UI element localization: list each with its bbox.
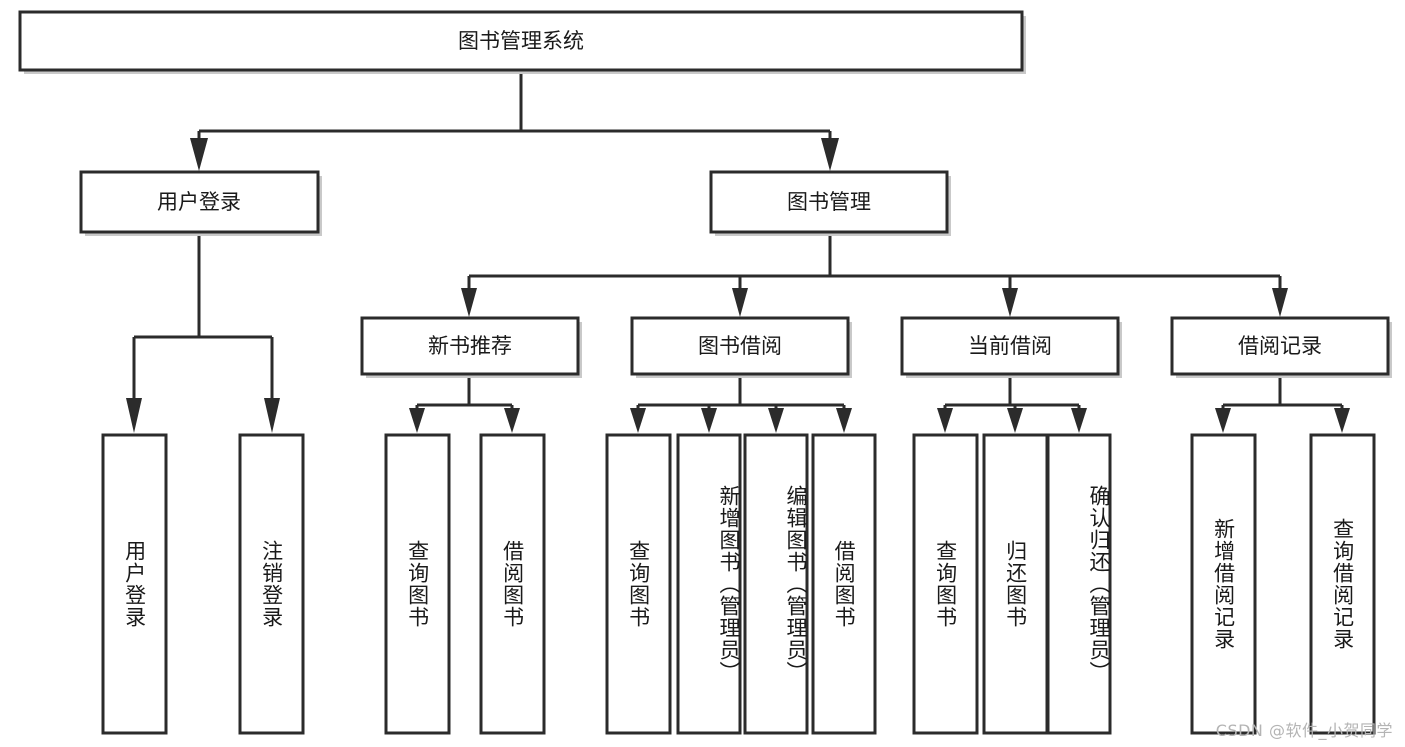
arrowhead-bb-2 [701, 408, 717, 433]
leaf-box-borrow-book-2[interactable] [811, 433, 877, 735]
arrowhead-bb-1 [630, 408, 646, 433]
root-label: 图书管理系统 [458, 29, 584, 53]
book-management-label: 图书管理 [787, 190, 871, 214]
node-user-login[interactable]: 用户登录 [79, 170, 322, 236]
leaf-box-logout[interactable] [238, 433, 305, 735]
node-borrow-record[interactable]: 借阅记录 [1170, 316, 1392, 378]
node-root[interactable]: 图书管理系统 [18, 10, 1026, 74]
book-borrow-box[interactable] [630, 316, 850, 376]
arrowhead-br-1 [1215, 408, 1231, 433]
new-book-recommend-box[interactable] [360, 316, 580, 376]
leaf-box-query-book-3[interactable] [912, 433, 979, 735]
user-login-label: 用户登录 [157, 190, 241, 214]
book-borrow-label: 图书借阅 [698, 334, 782, 358]
arrowhead-cb-2 [1007, 408, 1023, 433]
edge-group-user-login-children [126, 232, 280, 433]
root-box[interactable] [18, 10, 1024, 72]
leaf-box-add-borrow-record[interactable] [1190, 433, 1257, 735]
csdn-watermark: CSDN @软件_小贺同学 [1215, 721, 1393, 740]
leaf-box-add-book-admin[interactable] [676, 433, 742, 735]
leaf-box-edit-book-admin[interactable] [743, 433, 809, 735]
edge-group-borrow-record-children [1215, 374, 1350, 433]
node-book-borrow[interactable]: 图书借阅 [630, 316, 852, 378]
arrowhead-book-borrow [732, 288, 748, 317]
arrowhead-new-book-rec [461, 288, 477, 317]
arrowhead-leaf-user-login [126, 398, 142, 433]
leaf-box-borrow-book-1[interactable] [479, 433, 546, 735]
leaf-boxes [101, 433, 1376, 735]
current-borrow-box[interactable] [900, 316, 1120, 376]
arrowhead-current-borrow [1002, 288, 1018, 317]
arrowhead-book-mgmt [821, 138, 839, 171]
arrowhead-nbr-2 [504, 408, 520, 433]
arrowhead-cb-3 [1071, 408, 1087, 433]
arrowhead-leaf-logout [264, 398, 280, 433]
node-book-management[interactable]: 图书管理 [709, 170, 951, 236]
leaf-box-confirm-return-admin[interactable] [1046, 433, 1112, 735]
leaf-box-query-book-1[interactable] [384, 433, 451, 735]
leaf-box-query-borrow-record[interactable] [1309, 433, 1376, 735]
leaf-box-query-book-2[interactable] [605, 433, 672, 735]
arrowhead-borrow-record [1272, 288, 1288, 317]
book-management-box[interactable] [709, 170, 949, 234]
node-new-book-recommend[interactable]: 新书推荐 [360, 316, 582, 378]
current-borrow-label: 当前借阅 [968, 334, 1052, 358]
new-book-recommend-label: 新书推荐 [428, 334, 512, 358]
edge-group-new-book-rec-children [409, 374, 520, 433]
edge-group-current-borrow-children [937, 374, 1087, 433]
borrow-record-box[interactable] [1170, 316, 1390, 376]
edge-group-book-mgmt-children [461, 232, 1288, 317]
arrowhead-br-2 [1334, 408, 1350, 433]
leaf-box-user-login[interactable] [101, 433, 168, 735]
edge-group-book-borrow-children [630, 374, 852, 433]
borrow-record-label: 借阅记录 [1238, 334, 1322, 358]
arrowhead-bb-4 [836, 408, 852, 433]
edge-group-root-to-level1 [190, 70, 839, 171]
arrowhead-bb-3 [768, 408, 784, 433]
arrowhead-user-login [190, 138, 208, 171]
arrowhead-cb-1 [937, 408, 953, 433]
user-login-box[interactable] [79, 170, 320, 234]
arrowhead-nbr-1 [409, 408, 425, 433]
node-current-borrow[interactable]: 当前借阅 [900, 316, 1122, 378]
leaf-box-return-book[interactable] [982, 433, 1049, 735]
